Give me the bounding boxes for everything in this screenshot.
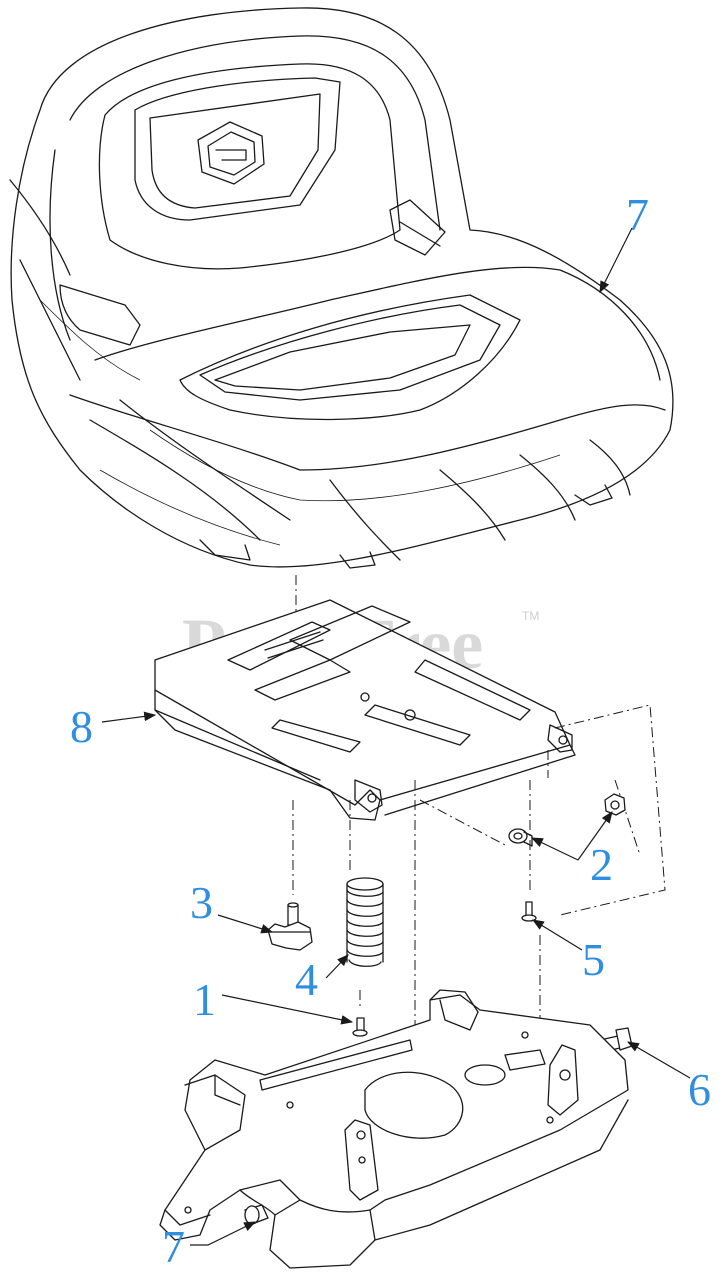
callout-bolt-6: 6 bbox=[688, 1064, 711, 1115]
callout-adjuster-plate: 8 bbox=[70, 701, 93, 752]
nut-washer-hardware bbox=[508, 793, 626, 847]
callout-bolt-5: 5 bbox=[582, 934, 605, 985]
watermark-trademark: TM bbox=[522, 609, 539, 623]
seat-adjuster-plate bbox=[154, 599, 576, 821]
callout-bolt-1: 1 bbox=[193, 974, 216, 1025]
callout-spring: 4 bbox=[295, 954, 318, 1005]
callout-seat: 7 bbox=[626, 189, 649, 240]
bolt-1 bbox=[352, 1017, 368, 1037]
adjuster-knob bbox=[267, 902, 313, 951]
callout-knob: 3 bbox=[190, 877, 213, 928]
callout-bolt-7-bottom: 7 bbox=[162, 1221, 185, 1272]
seat bbox=[9, 7, 674, 569]
spring bbox=[346, 877, 384, 967]
seat-base-frame bbox=[159, 989, 629, 1269]
callout-nut-washer: 2 bbox=[590, 839, 613, 890]
bolt-5 bbox=[521, 901, 537, 922]
